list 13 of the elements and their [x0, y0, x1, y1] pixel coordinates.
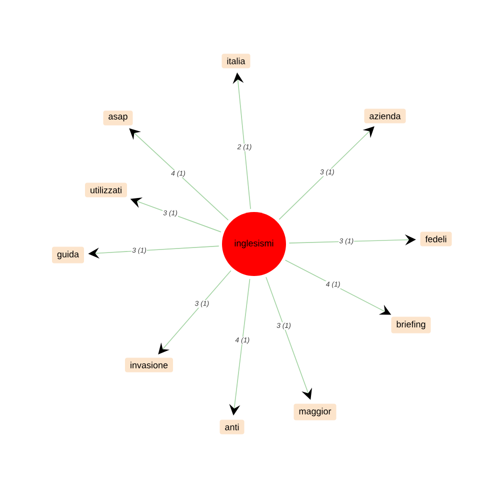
word-box: italia: [222, 54, 250, 68]
word-box: anti: [220, 420, 244, 434]
word-box: fedeli: [420, 232, 452, 246]
word-box: utilizzati: [85, 182, 127, 198]
word-box: briefing: [391, 316, 431, 334]
word-box: azienda: [364, 108, 406, 124]
arrow: [158, 270, 232, 354]
word-box: asap: [103, 110, 133, 126]
word-box: guida: [52, 246, 84, 264]
word-box: maggior: [294, 404, 336, 420]
word-box: invasione: [125, 358, 174, 372]
arrow: [129, 128, 229, 220]
circle-node: inglesismi: [222, 212, 286, 276]
